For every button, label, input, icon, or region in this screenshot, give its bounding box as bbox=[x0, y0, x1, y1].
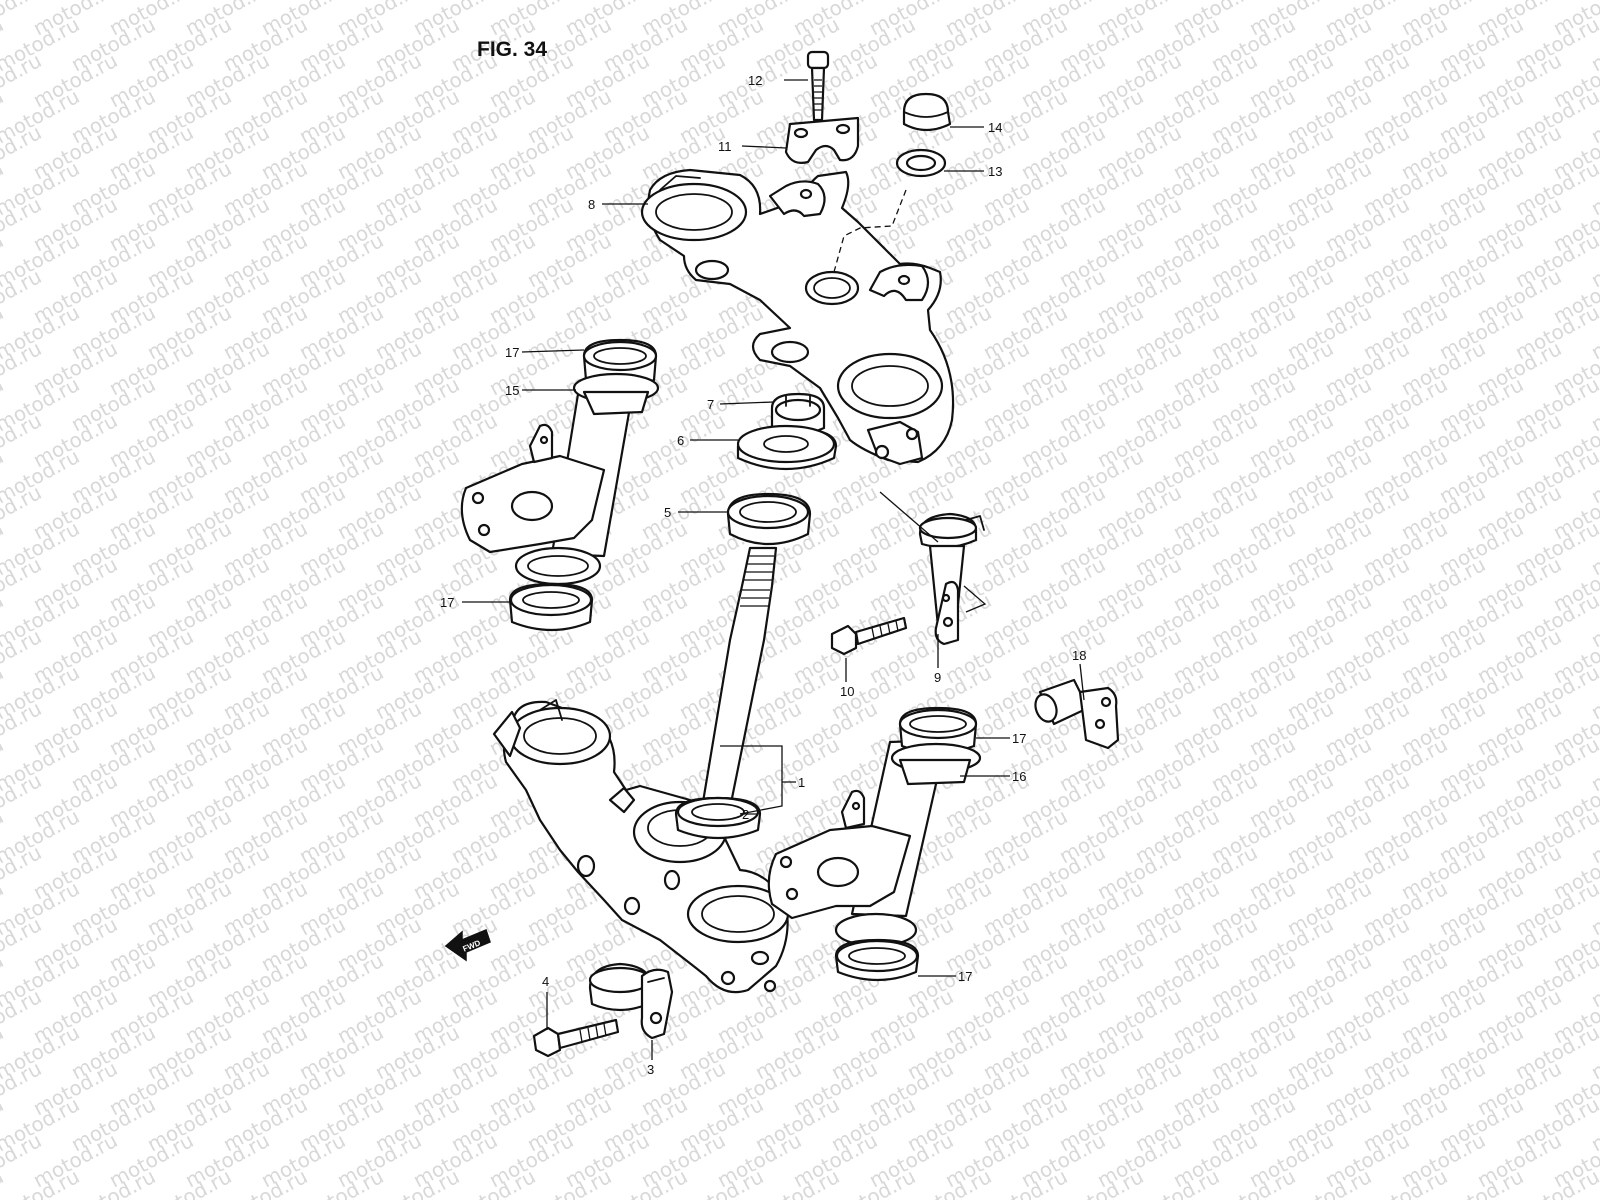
callout-17-upper-right: 17 bbox=[1012, 731, 1026, 746]
watermark-text: motod.ru bbox=[0, 1164, 7, 1200]
spacer-ring-16 bbox=[890, 742, 982, 786]
callout-17-lower-right: 17 bbox=[958, 969, 972, 984]
figure-title: FIG. 34 bbox=[477, 38, 547, 61]
callout-15: 15 bbox=[505, 383, 519, 398]
callout-17-upper-left: 17 bbox=[505, 345, 519, 360]
rubber-ring-17b bbox=[508, 582, 594, 632]
callout-17-lower-left: 17 bbox=[440, 595, 454, 610]
fork-cover-left bbox=[460, 380, 636, 586]
spacer-ring-15 bbox=[572, 372, 660, 416]
callout-14: 14 bbox=[988, 120, 1002, 135]
callout-1: 1 bbox=[798, 775, 805, 790]
callout-7: 7 bbox=[707, 397, 714, 412]
bolt-4 bbox=[532, 1018, 620, 1058]
rubber-ring-17d bbox=[834, 912, 920, 982]
callout-labels: 12 11 8 14 13 17 15 7 6 5 17 1 2 17 16 1… bbox=[440, 73, 1086, 1077]
handlebar-holder-11 bbox=[784, 116, 860, 164]
clamp-3 bbox=[588, 962, 674, 1040]
callout-6: 6 bbox=[677, 433, 684, 448]
callout-18: 18 bbox=[1072, 648, 1086, 663]
bolt-10 bbox=[830, 616, 908, 656]
washer-6 bbox=[736, 424, 838, 471]
leader-9-bracket bbox=[879, 491, 987, 613]
callout-8: 8 bbox=[588, 197, 595, 212]
callout-2: 2 bbox=[742, 807, 749, 822]
bolt-12 bbox=[806, 50, 830, 122]
callout-3: 3 bbox=[647, 1062, 654, 1077]
callout-10: 10 bbox=[840, 684, 854, 699]
upper-bracket-8 bbox=[640, 168, 955, 466]
alignment-line-13 bbox=[833, 189, 907, 273]
bearing-5 bbox=[726, 492, 812, 546]
fwd-arrow-icon: FWD bbox=[444, 928, 491, 962]
bearing-2 bbox=[674, 796, 762, 840]
washer-13 bbox=[895, 148, 947, 178]
callout-11: 11 bbox=[718, 139, 732, 154]
callout-9: 9 bbox=[934, 670, 941, 685]
cap-14 bbox=[902, 92, 952, 132]
callout-5: 5 bbox=[664, 505, 671, 520]
rubber-ring-17c bbox=[898, 706, 978, 755]
callout-13: 13 bbox=[988, 164, 1002, 179]
callout-16: 16 bbox=[1012, 769, 1026, 784]
leader-lines bbox=[462, 79, 1085, 1060]
lock-18 bbox=[1034, 678, 1120, 750]
fork-clip-9 bbox=[918, 512, 985, 646]
callout-12: 12 bbox=[748, 73, 762, 88]
stem-nut-7 bbox=[770, 392, 826, 436]
callout-4: 4 bbox=[542, 974, 549, 989]
